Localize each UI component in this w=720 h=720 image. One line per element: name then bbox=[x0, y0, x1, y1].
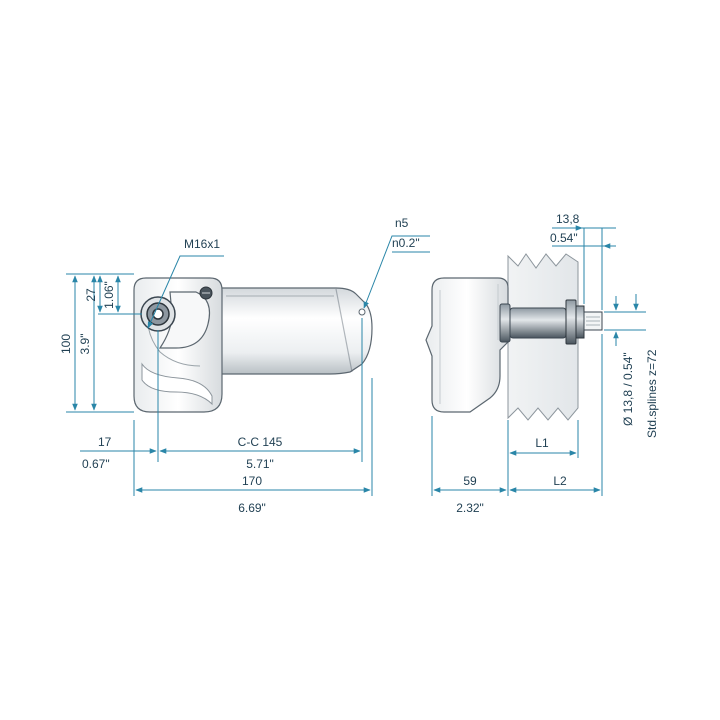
dim-height-100: 100 3.9" bbox=[59, 273, 134, 413]
shaft-tube bbox=[509, 307, 567, 339]
label-cc-145: C-C 145 bbox=[238, 435, 283, 449]
label-170: 170 bbox=[242, 474, 262, 488]
n5-label: n5 bbox=[395, 216, 409, 230]
label-27: 27 bbox=[84, 288, 98, 302]
shaft-nut bbox=[565, 299, 577, 345]
gearbox-ridge bbox=[141, 362, 213, 406]
label-59: 59 bbox=[463, 474, 477, 488]
thread-label: M16x1 bbox=[184, 237, 220, 251]
side-housing bbox=[425, 277, 509, 413]
label-diameter: Ø 13,8 / 0.54" bbox=[621, 352, 635, 426]
dim-diameter: Ø 13,8 / 0.54" Std.splines z=72 bbox=[604, 294, 659, 438]
motor-end-dot bbox=[358, 308, 366, 316]
dim-offset-27: 27 1.06" bbox=[84, 275, 142, 315]
dim-13.8-top: 13,8 0.54" bbox=[550, 212, 616, 249]
label-splines: Std.splines z=72 bbox=[645, 349, 659, 438]
shaft-collar bbox=[499, 303, 511, 343]
label-3.9: 3.9" bbox=[78, 334, 92, 355]
dim-L1: L1 bbox=[509, 436, 577, 456]
n5-callout: n5 n0.2" bbox=[363, 216, 430, 309]
shaft-washer bbox=[575, 305, 585, 339]
motor-side-view bbox=[425, 253, 603, 421]
n02-label: n0.2" bbox=[392, 236, 420, 250]
label-5.71: 5.71" bbox=[246, 457, 274, 471]
dim-L2: L2 bbox=[509, 474, 601, 493]
dim-17: 17 0.67" bbox=[80, 435, 157, 471]
motor-cylinder bbox=[213, 287, 373, 375]
label-0.54: 0.54" bbox=[550, 231, 578, 245]
dim-extension-lines-left bbox=[133, 318, 373, 496]
dim-59: 59 2.32" bbox=[433, 474, 507, 515]
label-6.69: 6.69" bbox=[238, 501, 266, 515]
label-100: 100 bbox=[59, 334, 73, 354]
label-L2: L2 bbox=[553, 474, 567, 488]
motor-front-view bbox=[133, 277, 373, 413]
label-0.67: 0.67" bbox=[82, 457, 110, 471]
label-1.06: 1.06" bbox=[102, 281, 116, 309]
label-L1: L1 bbox=[535, 436, 549, 450]
dim-extension-lines-right bbox=[431, 228, 603, 496]
label-2.32: 2.32" bbox=[456, 501, 484, 515]
label-17: 17 bbox=[98, 435, 112, 449]
dim-170: 170 6.69" bbox=[135, 474, 371, 515]
thread-callout: M16x1 bbox=[147, 237, 224, 329]
dim-cc-145: C-C 145 5.71" bbox=[159, 435, 361, 471]
label-13.8: 13,8 bbox=[556, 212, 580, 226]
